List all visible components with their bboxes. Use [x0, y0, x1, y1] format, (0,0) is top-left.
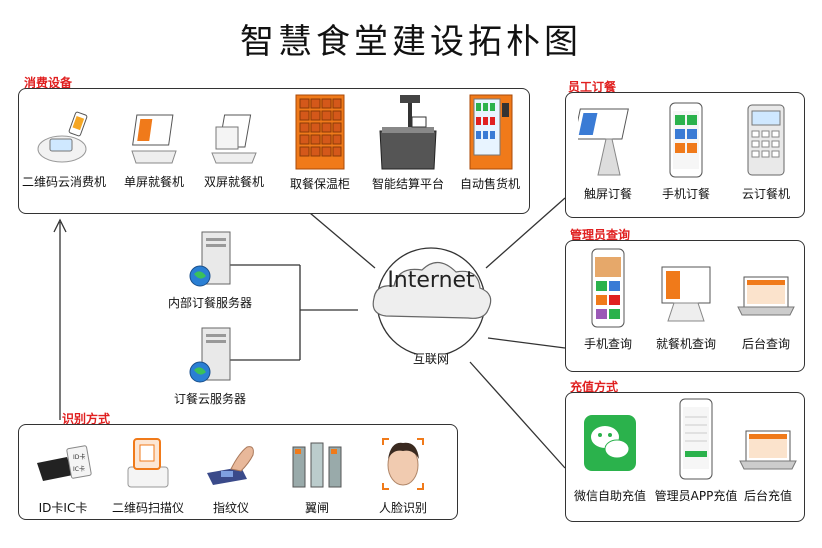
consume-label-1: 单屏就餐机: [123, 175, 184, 189]
staff-label-0: 触屏订餐: [583, 187, 632, 201]
identify-item-fingerprint: 指纹仪: [191, 433, 271, 516]
consume-item-single-screen: 单屏就餐机: [111, 107, 197, 190]
fingerprint-reader-icon: [201, 433, 261, 495]
single-screen-pos-icon: [124, 107, 184, 169]
qr-scanner-icon: [118, 433, 178, 495]
recharge-label-2: 后台充值: [743, 489, 792, 503]
staff-item-mobile: 手机订餐: [646, 101, 726, 202]
section-title-staff: 员工订餐: [568, 80, 617, 94]
vending-machine-icon: [460, 93, 520, 171]
warming-cabinet-icon: [290, 93, 350, 171]
consume-item-checkout-platform: 智能结算平台: [365, 93, 451, 192]
identify-label-1: 二维码扫描仪: [111, 501, 184, 515]
ic-card-text: IC卡: [73, 465, 85, 473]
identify-item-face: 人脸识别: [363, 433, 443, 516]
staff-ordering-panel: 触屏订餐 手机订餐 云订餐机: [565, 92, 805, 218]
identify-panel: ID卡 IC卡 ID卡IC卡 二维码扫描仪 指纹仪 翼闸: [18, 424, 458, 520]
consume-item-warming-cabinet: 取餐保温柜: [277, 93, 363, 192]
consume-label-5: 自动售货机: [459, 177, 520, 191]
recharge-item-wechat: 微信自助充值: [568, 403, 652, 504]
admin-label-2: 后台查询: [741, 337, 790, 351]
admin-label-1: 就餐机查询: [655, 337, 716, 351]
consume-label-3: 取餐保温柜: [289, 177, 350, 191]
consume-item-qr-terminal: 二维码云消费机: [21, 107, 107, 190]
section-title-recharge: 充值方式: [570, 380, 619, 394]
admin-app-phone-icon: [666, 397, 726, 483]
server-label-0: 内部订餐服务器: [167, 296, 252, 310]
turnstile-icon: [287, 433, 347, 495]
identify-item-turnstile: 翼闸: [277, 433, 357, 516]
consume-item-dual-screen: 双屏就餐机: [191, 107, 277, 190]
server-cloud: 订餐云服务器: [160, 326, 260, 407]
identify-item-card: ID卡 IC卡 ID卡IC卡: [23, 433, 103, 516]
admin-item-backend: 后台查询: [726, 247, 806, 352]
section-title-identify: 识别方式: [62, 412, 111, 426]
server-internal: 内部订餐服务器: [160, 230, 260, 311]
section-title-consume: 消费设备: [24, 76, 73, 90]
mobile-query-icon: [578, 247, 638, 331]
wechat-icon: [580, 403, 640, 483]
server-icon: [160, 230, 260, 294]
dual-screen-pos-icon: [204, 107, 264, 169]
identify-label-3: 翼闸: [304, 501, 329, 515]
internet-cloud-icon: [372, 247, 492, 354]
identify-label-2: 指纹仪: [212, 501, 249, 515]
laptop-query-icon: [736, 247, 796, 331]
identify-item-qr-scanner: 二维码扫描仪: [105, 433, 191, 516]
identify-label-0: ID卡IC卡: [38, 501, 88, 515]
staff-item-touch: 触屏订餐: [568, 101, 648, 202]
server-label-1: 订餐云服务器: [173, 392, 246, 406]
recharge-label-0: 微信自助充值: [573, 489, 646, 503]
checkout-platform-icon: [378, 93, 438, 171]
staff-label-1: 手机订餐: [661, 187, 710, 201]
recharge-panel: 微信自助充值 管理员APP充值 后台充值: [565, 392, 805, 522]
admin-query-panel: 手机查询 就餐机查询 后台查询: [565, 240, 805, 372]
server-icon: [160, 326, 260, 390]
admin-item-pos: 就餐机查询: [646, 247, 726, 352]
consume-devices-panel: 二维码云消费机 单屏就餐机 双屏就餐机 取餐保温柜: [18, 88, 530, 214]
admin-item-mobile: 手机查询: [568, 247, 648, 352]
id-card-text: ID卡: [73, 453, 85, 461]
qr-terminal-icon: [34, 107, 94, 169]
consume-label-4: 智能结算平台: [371, 177, 444, 191]
face-recognition-icon: [373, 433, 433, 495]
laptop-recharge-icon: [738, 403, 798, 483]
mobile-order-icon: [656, 101, 716, 181]
internet-sublabel: 互联网: [412, 352, 449, 366]
section-title-admin: 管理员查询: [570, 228, 631, 242]
admin-label-0: 手机查询: [583, 337, 632, 351]
internet-label: Internet: [387, 268, 475, 293]
page-title: 智慧食堂建设拓朴图: [240, 22, 582, 62]
recharge-label-1: 管理员APP充值: [654, 489, 738, 503]
consume-item-vending-machine: 自动售货机: [447, 93, 533, 192]
pos-query-icon: [656, 247, 716, 331]
cloud-order-terminal-icon: [736, 101, 796, 181]
recharge-item-admin-app: 管理员APP充值: [650, 397, 742, 504]
card-reader-icon: ID卡 IC卡: [33, 433, 93, 495]
identify-label-4: 人脸识别: [378, 501, 427, 515]
touch-kiosk-icon: [573, 101, 638, 181]
consume-label-0: 二维码云消费机: [21, 175, 106, 189]
staff-item-cloud-terminal: 云订餐机: [726, 101, 806, 202]
consume-label-2: 双屏就餐机: [203, 175, 264, 189]
recharge-item-backend: 后台充值: [730, 403, 806, 504]
staff-label-2: 云订餐机: [741, 187, 790, 201]
